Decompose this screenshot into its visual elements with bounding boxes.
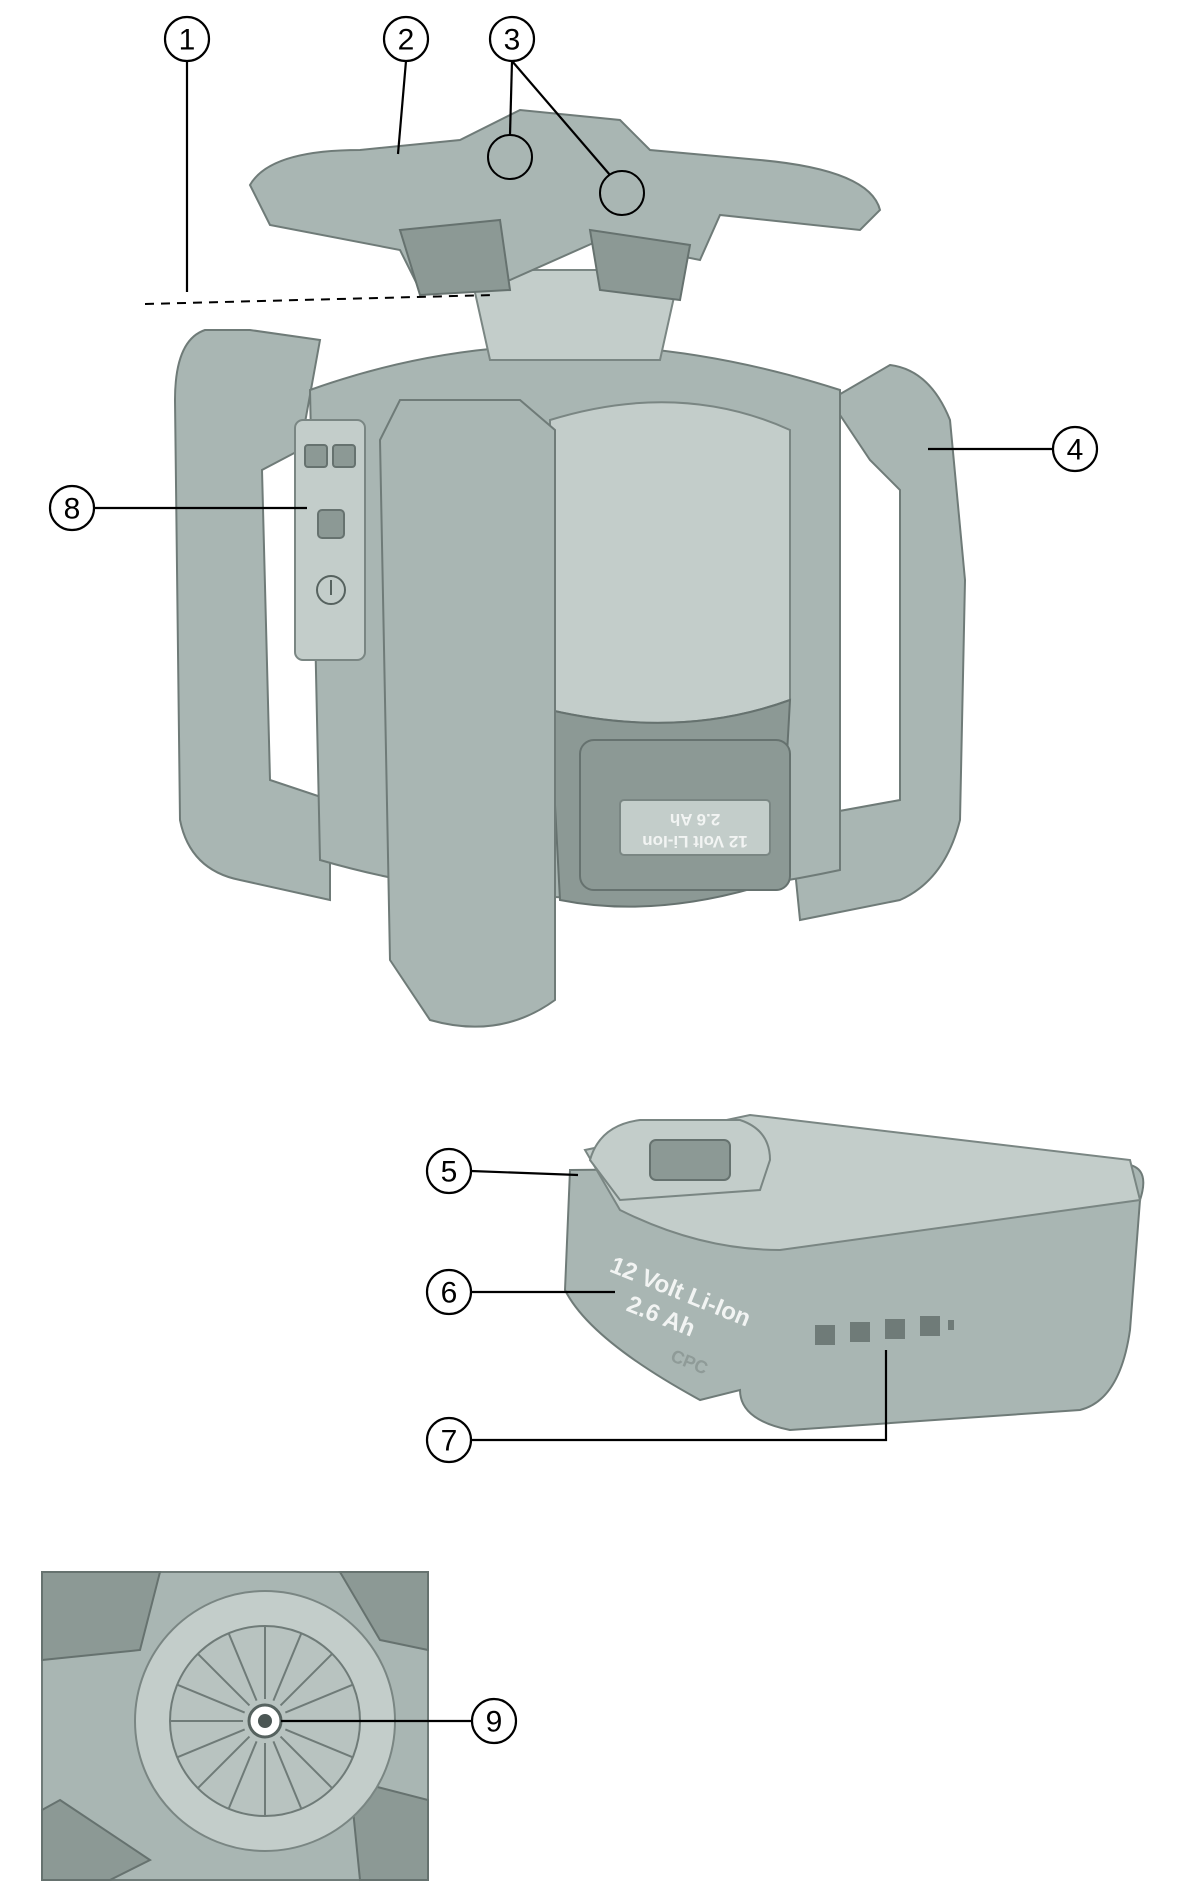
svg-text:5: 5 [441, 1156, 458, 1189]
svg-text:9: 9 [486, 1706, 503, 1739]
charge-status-indicator-7 [815, 1316, 954, 1345]
button-3 [317, 509, 345, 539]
base-plate-rib [227, 1740, 258, 1810]
callout-1: 1 [163, 15, 211, 63]
underside-illustration [41, 1571, 429, 1881]
base-plate-rib [197, 1653, 251, 1707]
base-plate-rib [176, 1728, 246, 1759]
callout-3: 3 [488, 15, 536, 63]
top-protection-cage-2 [248, 108, 882, 292]
laser-plane-dashed-line [144, 294, 495, 305]
callout-9: 9 [470, 1697, 518, 1745]
sensor-window-marker-2 [599, 170, 645, 216]
callout-4: 4 [1051, 425, 1099, 473]
base-plate-rib [279, 1653, 333, 1707]
button-2 [332, 444, 356, 468]
base-plate-rib [272, 1740, 303, 1810]
rotating-laser-illustration: 12 Volt Li-Ion 2.6 Ah [173, 108, 967, 1028]
callout-2: 2 [382, 15, 430, 63]
base-plate-rib [284, 1728, 354, 1759]
base-plate-rib [279, 1735, 333, 1789]
battery-label-line2: 2.6 Ah [670, 810, 720, 829]
front-leg [378, 399, 556, 1028]
battery-pack-illustration: 12 Volt Li-Ion 2.6 Ah CPC [563, 1113, 1145, 1432]
svg-text:6: 6 [441, 1277, 458, 1310]
base-plate-rib [176, 1683, 246, 1714]
inserted-battery: 12 Volt Li-Ion 2.6 Ah [579, 739, 791, 891]
cylinder-drum [549, 401, 791, 724]
base-plate-rib [284, 1683, 354, 1714]
svg-text:8: 8 [64, 493, 81, 526]
button-1 [304, 444, 328, 468]
svg-text:7: 7 [441, 1425, 458, 1458]
svg-text:1: 1 [179, 24, 196, 57]
base-plate-rib [272, 1632, 303, 1702]
power-button-icon [316, 575, 346, 605]
svg-text:3: 3 [504, 24, 521, 57]
base-plate-rib [227, 1632, 258, 1702]
callout-6: 6 [425, 1268, 473, 1316]
callout-7: 7 [425, 1416, 473, 1464]
svg-text:2: 2 [398, 24, 415, 57]
leader-lines [94, 60, 1053, 1723]
callout-5: 5 [425, 1147, 473, 1195]
battery-label-line1: 12 Volt Li-Ion [642, 832, 747, 851]
callout-8: 8 [48, 484, 96, 532]
right-handle-4 [788, 363, 967, 922]
svg-text:4: 4 [1067, 434, 1084, 467]
base-plate-rib [197, 1735, 251, 1789]
control-panel-8 [294, 419, 366, 661]
